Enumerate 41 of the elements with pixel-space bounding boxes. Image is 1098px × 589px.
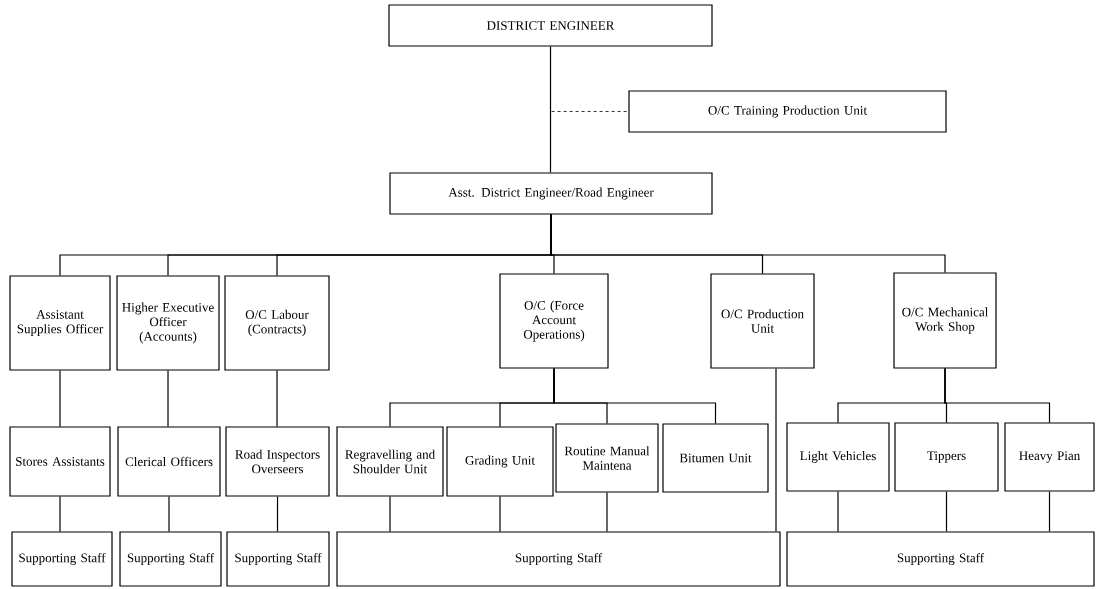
position-box: Asst. District Engineer/Road Engineer [389, 172, 713, 215]
connector-line [59, 370, 61, 427]
connector-line [59, 496, 61, 532]
position-box: Supporting Staff [119, 531, 222, 587]
connector-line [167, 370, 169, 427]
connector-line [550, 214, 946, 273]
position-box: Supporting Staff [11, 531, 113, 587]
position-box: Higher Executive Officer (Accounts) [116, 275, 220, 371]
position-box: O/C (Force Account Operations) [499, 273, 609, 369]
position-box: Light Vehicles [786, 422, 890, 492]
connector-line [499, 496, 501, 532]
position-box: Road Inspectors Overseers [225, 426, 330, 497]
position-box: Supporting Staff [786, 531, 1095, 587]
position-box: DISTRICT ENGINEER [388, 4, 713, 47]
position-box: Regravelling and Shoulder Unit [336, 426, 444, 497]
position-box: Supporting Staff [226, 531, 330, 587]
connector-line [553, 368, 717, 424]
position-box: Assistant Supplies Officer [9, 275, 111, 371]
connector-line [550, 46, 629, 112]
position-box: O/C Training Production Unit [628, 90, 947, 133]
connector-line [389, 496, 391, 532]
position-box: O/C Labour (Contracts) [224, 275, 330, 371]
position-box: Tippers [894, 422, 999, 492]
position-box: O/C Production Unit [710, 273, 815, 369]
connector-line [606, 492, 608, 532]
connector-line [945, 491, 948, 532]
position-box: Grading Unit [446, 426, 554, 497]
position-box: Stores Assistants [9, 426, 111, 497]
connector-line [1048, 491, 1051, 532]
position-box: Routine Manual Maintena [555, 423, 659, 493]
position-box: O/C Mechanical Work Shop [893, 272, 997, 369]
connector-line [276, 496, 279, 532]
position-box: Supporting Staff [336, 531, 781, 587]
position-box: Clerical Officers [117, 426, 221, 497]
position-box: Heavy Pian [1004, 422, 1095, 492]
connector-line [944, 368, 1051, 423]
connector-line [168, 496, 170, 532]
connector-line [775, 368, 777, 532]
connector-line [837, 491, 839, 532]
connector-line [276, 370, 278, 427]
position-box: Bitumen Unit [662, 423, 769, 493]
